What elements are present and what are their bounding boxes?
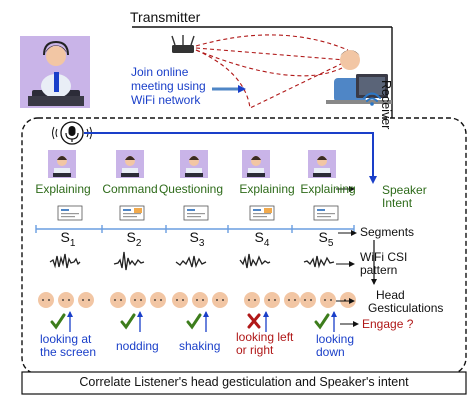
listener-face bbox=[284, 292, 300, 308]
gesture-label: the screen bbox=[40, 345, 97, 359]
listener-face bbox=[172, 292, 188, 308]
check-mark-icon bbox=[314, 313, 330, 330]
check-mark-icon bbox=[120, 313, 136, 330]
listener-face bbox=[192, 292, 208, 308]
gesture-label: or right bbox=[236, 343, 274, 357]
slide-thumbnail bbox=[183, 205, 209, 221]
listener-face bbox=[320, 292, 336, 308]
slide-thumbnail bbox=[119, 205, 145, 221]
slide-thumbnail bbox=[249, 205, 275, 221]
intent-label: Explaining bbox=[239, 182, 295, 196]
listener-face bbox=[130, 292, 146, 308]
transmitter-label: Transmitter bbox=[130, 9, 201, 25]
caption-box bbox=[21, 371, 467, 395]
slide-thumbnail bbox=[313, 205, 339, 221]
speaker-thumbnail bbox=[242, 150, 270, 178]
csi-label-2: pattern bbox=[360, 263, 398, 277]
listener-face bbox=[58, 292, 74, 308]
csi-waveform bbox=[113, 251, 145, 271]
join-text-3: WiFi network bbox=[131, 93, 201, 107]
segment-label: S3 bbox=[189, 229, 205, 249]
speaker-illustration bbox=[20, 36, 90, 108]
gesture-label: down bbox=[316, 345, 345, 359]
wifi-icon bbox=[363, 92, 381, 106]
segment-label: S2 bbox=[126, 229, 142, 249]
segment-label: S1 bbox=[60, 229, 76, 249]
segment-label: S5 bbox=[318, 229, 334, 249]
microphone-icon bbox=[52, 121, 92, 145]
listener-illustration bbox=[326, 50, 392, 104]
listener-face bbox=[150, 292, 166, 308]
router-icon bbox=[171, 35, 195, 53]
segments-label: Segments bbox=[360, 225, 415, 239]
head-label-2: Gesticulations bbox=[368, 301, 444, 315]
check-mark-icon bbox=[186, 313, 202, 330]
listener-face bbox=[264, 292, 280, 308]
listener-face bbox=[78, 292, 94, 308]
check-mark-icon bbox=[50, 313, 66, 330]
join-text-2: meeting using bbox=[131, 79, 206, 93]
speaker-thumbnail bbox=[116, 150, 144, 178]
gesture-label: looking left bbox=[236, 330, 294, 344]
cross-mark-icon bbox=[247, 313, 261, 329]
intent-label: Questioning bbox=[158, 182, 224, 196]
speaker-thumbnail bbox=[48, 150, 76, 178]
intent-label: Explaining bbox=[35, 182, 91, 196]
speaker-intent-label: Speaker bbox=[382, 183, 427, 197]
head-label-1: Head bbox=[376, 288, 405, 302]
gesture-label: looking bbox=[316, 332, 355, 346]
join-text-1: Join online bbox=[131, 65, 189, 79]
speaker-thumbnail bbox=[308, 150, 336, 178]
csi-waveform bbox=[303, 255, 335, 269]
listener-face bbox=[38, 292, 54, 308]
speaker-intent-label-2: Intent bbox=[382, 196, 413, 210]
csi-label-1: WiFi CSI bbox=[360, 250, 408, 264]
gesture-label: looking at bbox=[40, 332, 92, 346]
segment-label: S4 bbox=[254, 229, 270, 249]
speaker-thumbnail bbox=[180, 150, 208, 178]
intent-label: Command bbox=[102, 182, 158, 196]
listener-face bbox=[244, 292, 260, 308]
gesture-label: nodding bbox=[116, 339, 159, 353]
slide-thumbnail bbox=[57, 205, 83, 221]
csi-waveform bbox=[239, 253, 271, 269]
csi-waveform bbox=[175, 255, 207, 269]
caption-text: Correlate Listener's head gesticulation … bbox=[79, 375, 409, 389]
engage-label: Engage ? bbox=[362, 317, 414, 331]
listener-face bbox=[300, 292, 316, 308]
intent-label: Explaining bbox=[300, 182, 356, 196]
listener-face bbox=[340, 292, 356, 308]
gesture-label: shaking bbox=[179, 339, 221, 353]
listener-face bbox=[212, 292, 228, 308]
listener-face bbox=[110, 292, 126, 308]
receiver-label: Receiver bbox=[379, 80, 393, 130]
csi-waveform bbox=[49, 253, 81, 269]
